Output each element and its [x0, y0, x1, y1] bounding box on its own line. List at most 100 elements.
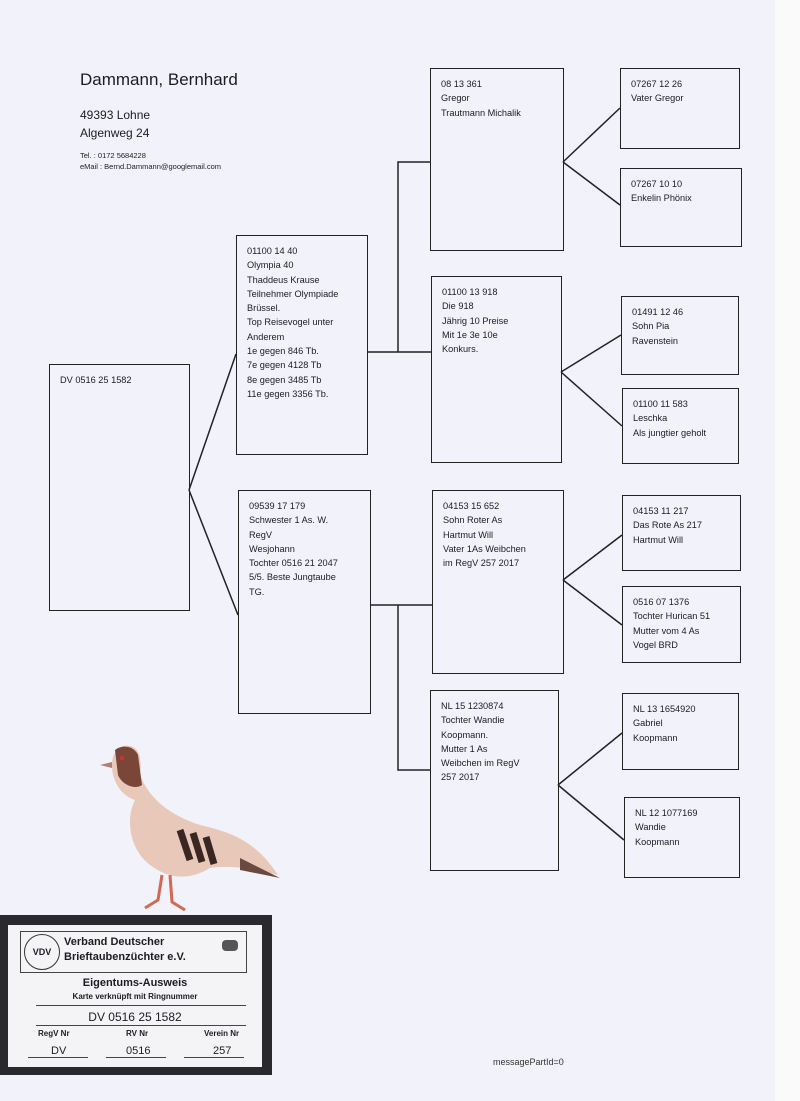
bird-line: Koopmann. — [441, 729, 488, 740]
org-line: Verband Deutscher — [64, 936, 165, 948]
bird-line: Konkurs. — [442, 344, 479, 355]
sire-line: Brüssel. — [247, 303, 281, 314]
dam-line: 5/5. Beste Jungtaube — [249, 572, 336, 583]
page-edge — [775, 0, 800, 1101]
ggp-box-1: 07267 12 26 Vater Gregor — [620, 68, 740, 149]
card-subtitle: Karte verknüpft mit Ringnummer — [72, 992, 198, 1001]
ring-number: 0516 07 1376 — [633, 597, 690, 607]
owner-email: eMail : Bernd.Dammann@googlemail.com — [80, 162, 222, 171]
owner-phone: Tel. : 0172 5684228 — [80, 151, 146, 160]
ring-number: NL 13 1654920 — [633, 704, 696, 714]
ring-number: 04153 11 217 — [633, 506, 689, 516]
bird-line: Mit 1e 3e 10e — [442, 329, 498, 340]
bird-line: Als jungtier geholt — [633, 427, 707, 438]
bird-line: Enkelin Phönix — [631, 193, 692, 204]
vdt-logo: VDV — [24, 934, 60, 970]
sire-line: 1e gegen 846 Tb. — [247, 346, 319, 357]
regv-value: DV — [51, 1045, 67, 1057]
bird-line: Jährig 10 Preise — [442, 315, 509, 326]
bird-line: Koopmann — [635, 836, 680, 847]
ggp-box-2: 07267 10 10 Enkelin Phönix — [620, 168, 742, 247]
bird-line: Ravenstein — [632, 335, 678, 346]
dam-ring: 09539 17 179 — [249, 501, 306, 511]
sire-line: Olympia 40 — [247, 260, 294, 271]
verein-label: Verein Nr — [204, 1029, 240, 1038]
org-line: Brieftaubenzüchter e.V. — [64, 951, 186, 963]
ring-number: 04153 15 652 — [443, 501, 500, 511]
bird-line: Leschka — [633, 413, 668, 424]
verein-value: 257 — [213, 1045, 232, 1057]
ggp-box-7: NL 13 1654920 Gabriel Koopmann — [622, 693, 739, 770]
owner-city: 49393 Lohne — [80, 108, 151, 122]
bird-line: Wandie — [635, 822, 666, 833]
sire-line: 11e gegen 3356 Tb. — [247, 388, 329, 399]
owner-name: Dammann, Bernhard — [80, 70, 238, 89]
bird-line: 257 2017 — [441, 772, 480, 783]
bird-line: Tochter Hurican 51 — [633, 611, 711, 622]
ownership-card: VDV Verband Deutscher Brieftaubenzüchter… — [0, 915, 272, 1075]
sire-line: Teilnehmer Olympiade — [247, 288, 339, 299]
dam-line: Tochter 0516 21 2047 — [249, 558, 338, 569]
pigeon-illustration — [100, 745, 280, 912]
dam-dam-box: NL 15 1230874 Tochter Wandie Koopmann. M… — [430, 690, 559, 871]
ggp-box-8: NL 12 1077169 Wandie Koopmann — [624, 797, 740, 878]
dam-line: Schwester 1 As. W. — [249, 515, 329, 526]
ring-number: 08 13 361 — [441, 79, 482, 89]
bird-line: Mutter 1 As — [441, 743, 488, 754]
bird-line: Vater 1As Weibchen — [443, 543, 526, 554]
sire-sire-box: 08 13 361 Gregor Trautmann Michalik — [430, 68, 564, 251]
dam-box: 09539 17 179 Schwester 1 As. W. RegV Wes… — [238, 490, 371, 714]
ring-number: NL 15 1230874 — [441, 701, 504, 711]
bird-line: im RegV 257 2017 — [443, 558, 520, 569]
sire-line: 8e gegen 3485 Tb — [247, 374, 322, 385]
sire-box: 01100 14 40 Olympia 40 Thaddeus Krause T… — [236, 235, 368, 455]
sire-dam-box: 01100 13 918 Die 918 Jährig 10 Preise Mi… — [431, 276, 562, 463]
bird-line: Sohn Pia — [632, 321, 670, 332]
owner-contact: Tel. : 0172 5684228 eMail : Bernd.Damman… — [80, 150, 221, 172]
sire-ring: 01100 14 40 — [247, 246, 298, 256]
owner-address: 49393 Lohne Algenweg 24 — [80, 106, 150, 142]
bird-line: Weibchen im RegV — [441, 758, 520, 769]
sire-line: Thaddeus Krause — [247, 274, 320, 285]
ring-number: 01491 12 46 — [632, 307, 684, 317]
ggp-box-5: 04153 11 217 Das Rote As 217 Hartmut Wil… — [622, 495, 741, 571]
ring-number: NL 12 1077169 — [635, 808, 698, 818]
bird-line: Die 918 — [442, 301, 474, 312]
sire-line: 7e gegen 4128 Tb — [247, 360, 322, 371]
bird-line: Mutter vom 4 As — [633, 625, 700, 636]
ggp-box-4: 01100 11 583 Leschka Als jungtier geholt — [622, 388, 739, 464]
subject-box: DV 0516 25 1582 — [49, 364, 190, 611]
card-ring-number: DV 0516 25 1582 — [88, 1010, 182, 1024]
bird-line: Koopmann — [633, 732, 678, 743]
ring-number: 07267 10 10 — [631, 179, 683, 189]
ring-number: 01100 11 583 — [633, 399, 688, 409]
ring-number: 01100 13 918 — [442, 287, 498, 297]
sire-line: Anderem — [247, 331, 285, 342]
bird-line: Das Rote As 217 — [633, 520, 702, 531]
ring-number: 07267 12 26 — [631, 79, 683, 89]
car-icon — [222, 940, 238, 951]
bird-line: Tochter Wandie — [441, 715, 505, 726]
ggp-box-3: 01491 12 46 Sohn Pia Ravenstein — [621, 296, 739, 375]
card-header: VDV Verband Deutscher Brieftaubenzüchter… — [20, 931, 247, 973]
rv-label: RV Nr — [126, 1029, 149, 1038]
ggp-box-6: 0516 07 1376 Tochter Hurican 51 Mutter v… — [622, 586, 741, 663]
dam-line: Wesjohann — [249, 543, 295, 554]
rv-value: 0516 — [126, 1045, 151, 1057]
dam-line: TG. — [249, 586, 265, 597]
card-organization: Verband Deutscher Brieftaubenzüchter e.V… — [64, 935, 186, 965]
bird-line: Vater Gregor — [631, 93, 684, 104]
bird-line: Vogel BRD — [633, 639, 678, 650]
bird-line: Hartmut Will — [443, 529, 494, 540]
bird-line: Trautmann Michalik — [441, 107, 521, 118]
bird-line: Hartmut Will — [633, 534, 684, 545]
subject-ring: DV 0516 25 1582 — [60, 375, 132, 385]
owner-street: Algenweg 24 — [80, 126, 150, 140]
bird-line: Gregor — [441, 93, 470, 104]
dam-line: RegV — [249, 529, 272, 540]
regv-label: RegV Nr — [38, 1029, 70, 1038]
sire-line: Top Reisevogel unter — [247, 317, 334, 328]
bird-line: Sohn Roter As — [443, 515, 503, 526]
dam-sire-box: 04153 15 652 Sohn Roter As Hartmut Will … — [432, 490, 564, 674]
